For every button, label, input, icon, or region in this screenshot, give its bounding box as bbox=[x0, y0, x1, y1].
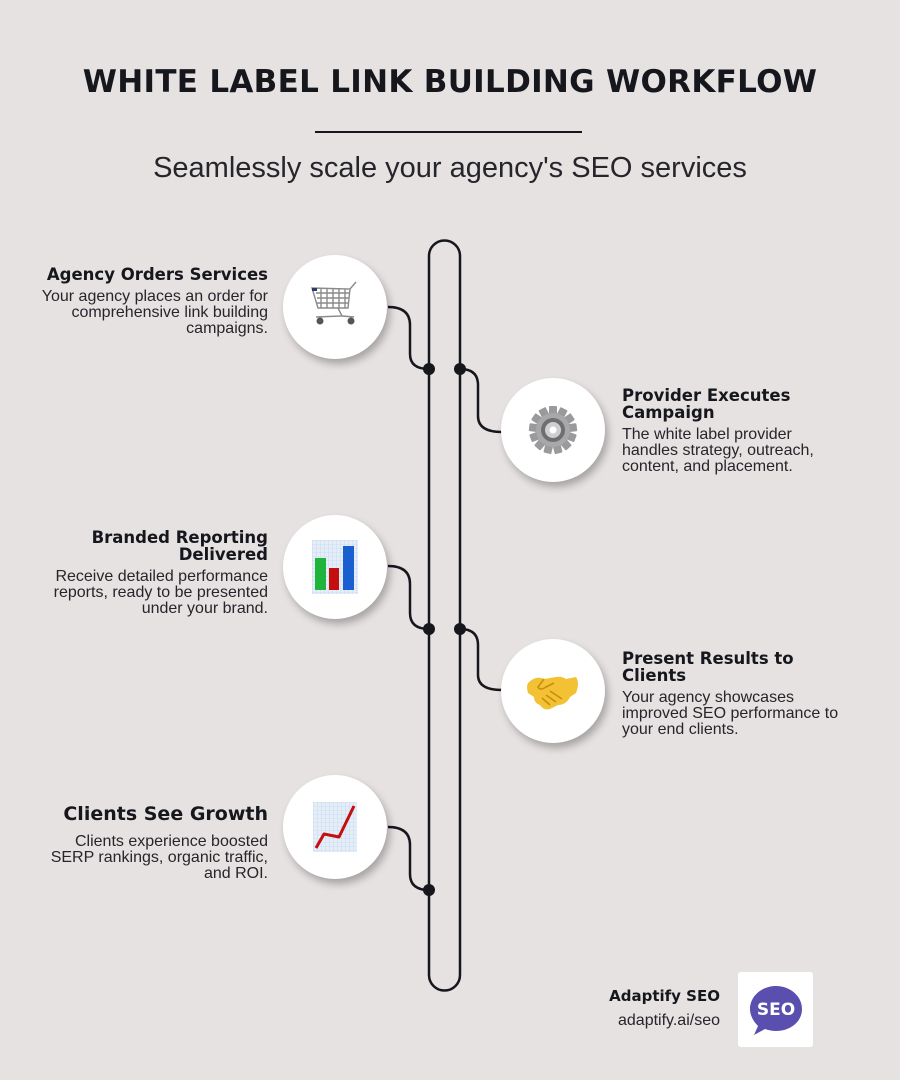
page-subtitle: Seamlessly scale your agency's SEO servi… bbox=[153, 152, 747, 184]
step-2-text: Provider Executes Campaign The white lab… bbox=[622, 387, 852, 475]
gear-icon bbox=[528, 406, 578, 455]
page-title: WHITE LABEL LINK BUILDING WORKFLOW bbox=[82, 64, 818, 100]
step-description: Your agency places an order for comprehe… bbox=[41, 288, 268, 337]
step-title: Branded Reporting Delivered bbox=[91, 528, 268, 564]
logo-text: SEO bbox=[756, 1000, 794, 1020]
step-description: The white label provider handles strateg… bbox=[622, 426, 814, 475]
step-5-text: Clients See Growth Clients experience bo… bbox=[38, 804, 268, 882]
seo-speech-bubble-logo-icon: SEO bbox=[749, 985, 802, 1035]
trending-up-chart-icon bbox=[313, 802, 357, 852]
step-3-icon-circle bbox=[283, 515, 387, 619]
step-5-icon-circle bbox=[283, 775, 387, 879]
footer-brand-name: Adaptify SEO bbox=[609, 987, 720, 1005]
step-4-text: Present Results to Clients Your agency s… bbox=[622, 650, 852, 738]
bar-chart-icon bbox=[312, 540, 358, 594]
step-3-text: Branded Reporting Delivered Receive deta… bbox=[38, 529, 268, 617]
step-title: Present Results to Clients bbox=[622, 649, 794, 685]
brand-logo: SEO bbox=[738, 972, 813, 1047]
step-1-text: Agency Orders Services Your agency place… bbox=[38, 266, 268, 337]
footer-url-link[interactable]: adaptify.ai/seo bbox=[618, 1012, 720, 1029]
step-title: Clients See Growth bbox=[63, 803, 268, 825]
step-1-icon-circle bbox=[283, 255, 387, 359]
title-divider bbox=[315, 131, 582, 133]
step-description: Your agency showcases improved SEO perfo… bbox=[622, 689, 839, 738]
step-description: Clients experience boosted SERP rankings… bbox=[50, 833, 268, 882]
step-4-icon-circle bbox=[501, 639, 605, 743]
shopping-cart-icon bbox=[311, 281, 357, 325]
step-title: Agency Orders Services bbox=[46, 265, 268, 284]
step-description: Receive detailed performance reports, re… bbox=[53, 568, 268, 617]
step-title: Provider Executes Campaign bbox=[622, 386, 791, 422]
step-2-icon-circle bbox=[501, 378, 605, 482]
handshake-icon bbox=[527, 676, 578, 710]
